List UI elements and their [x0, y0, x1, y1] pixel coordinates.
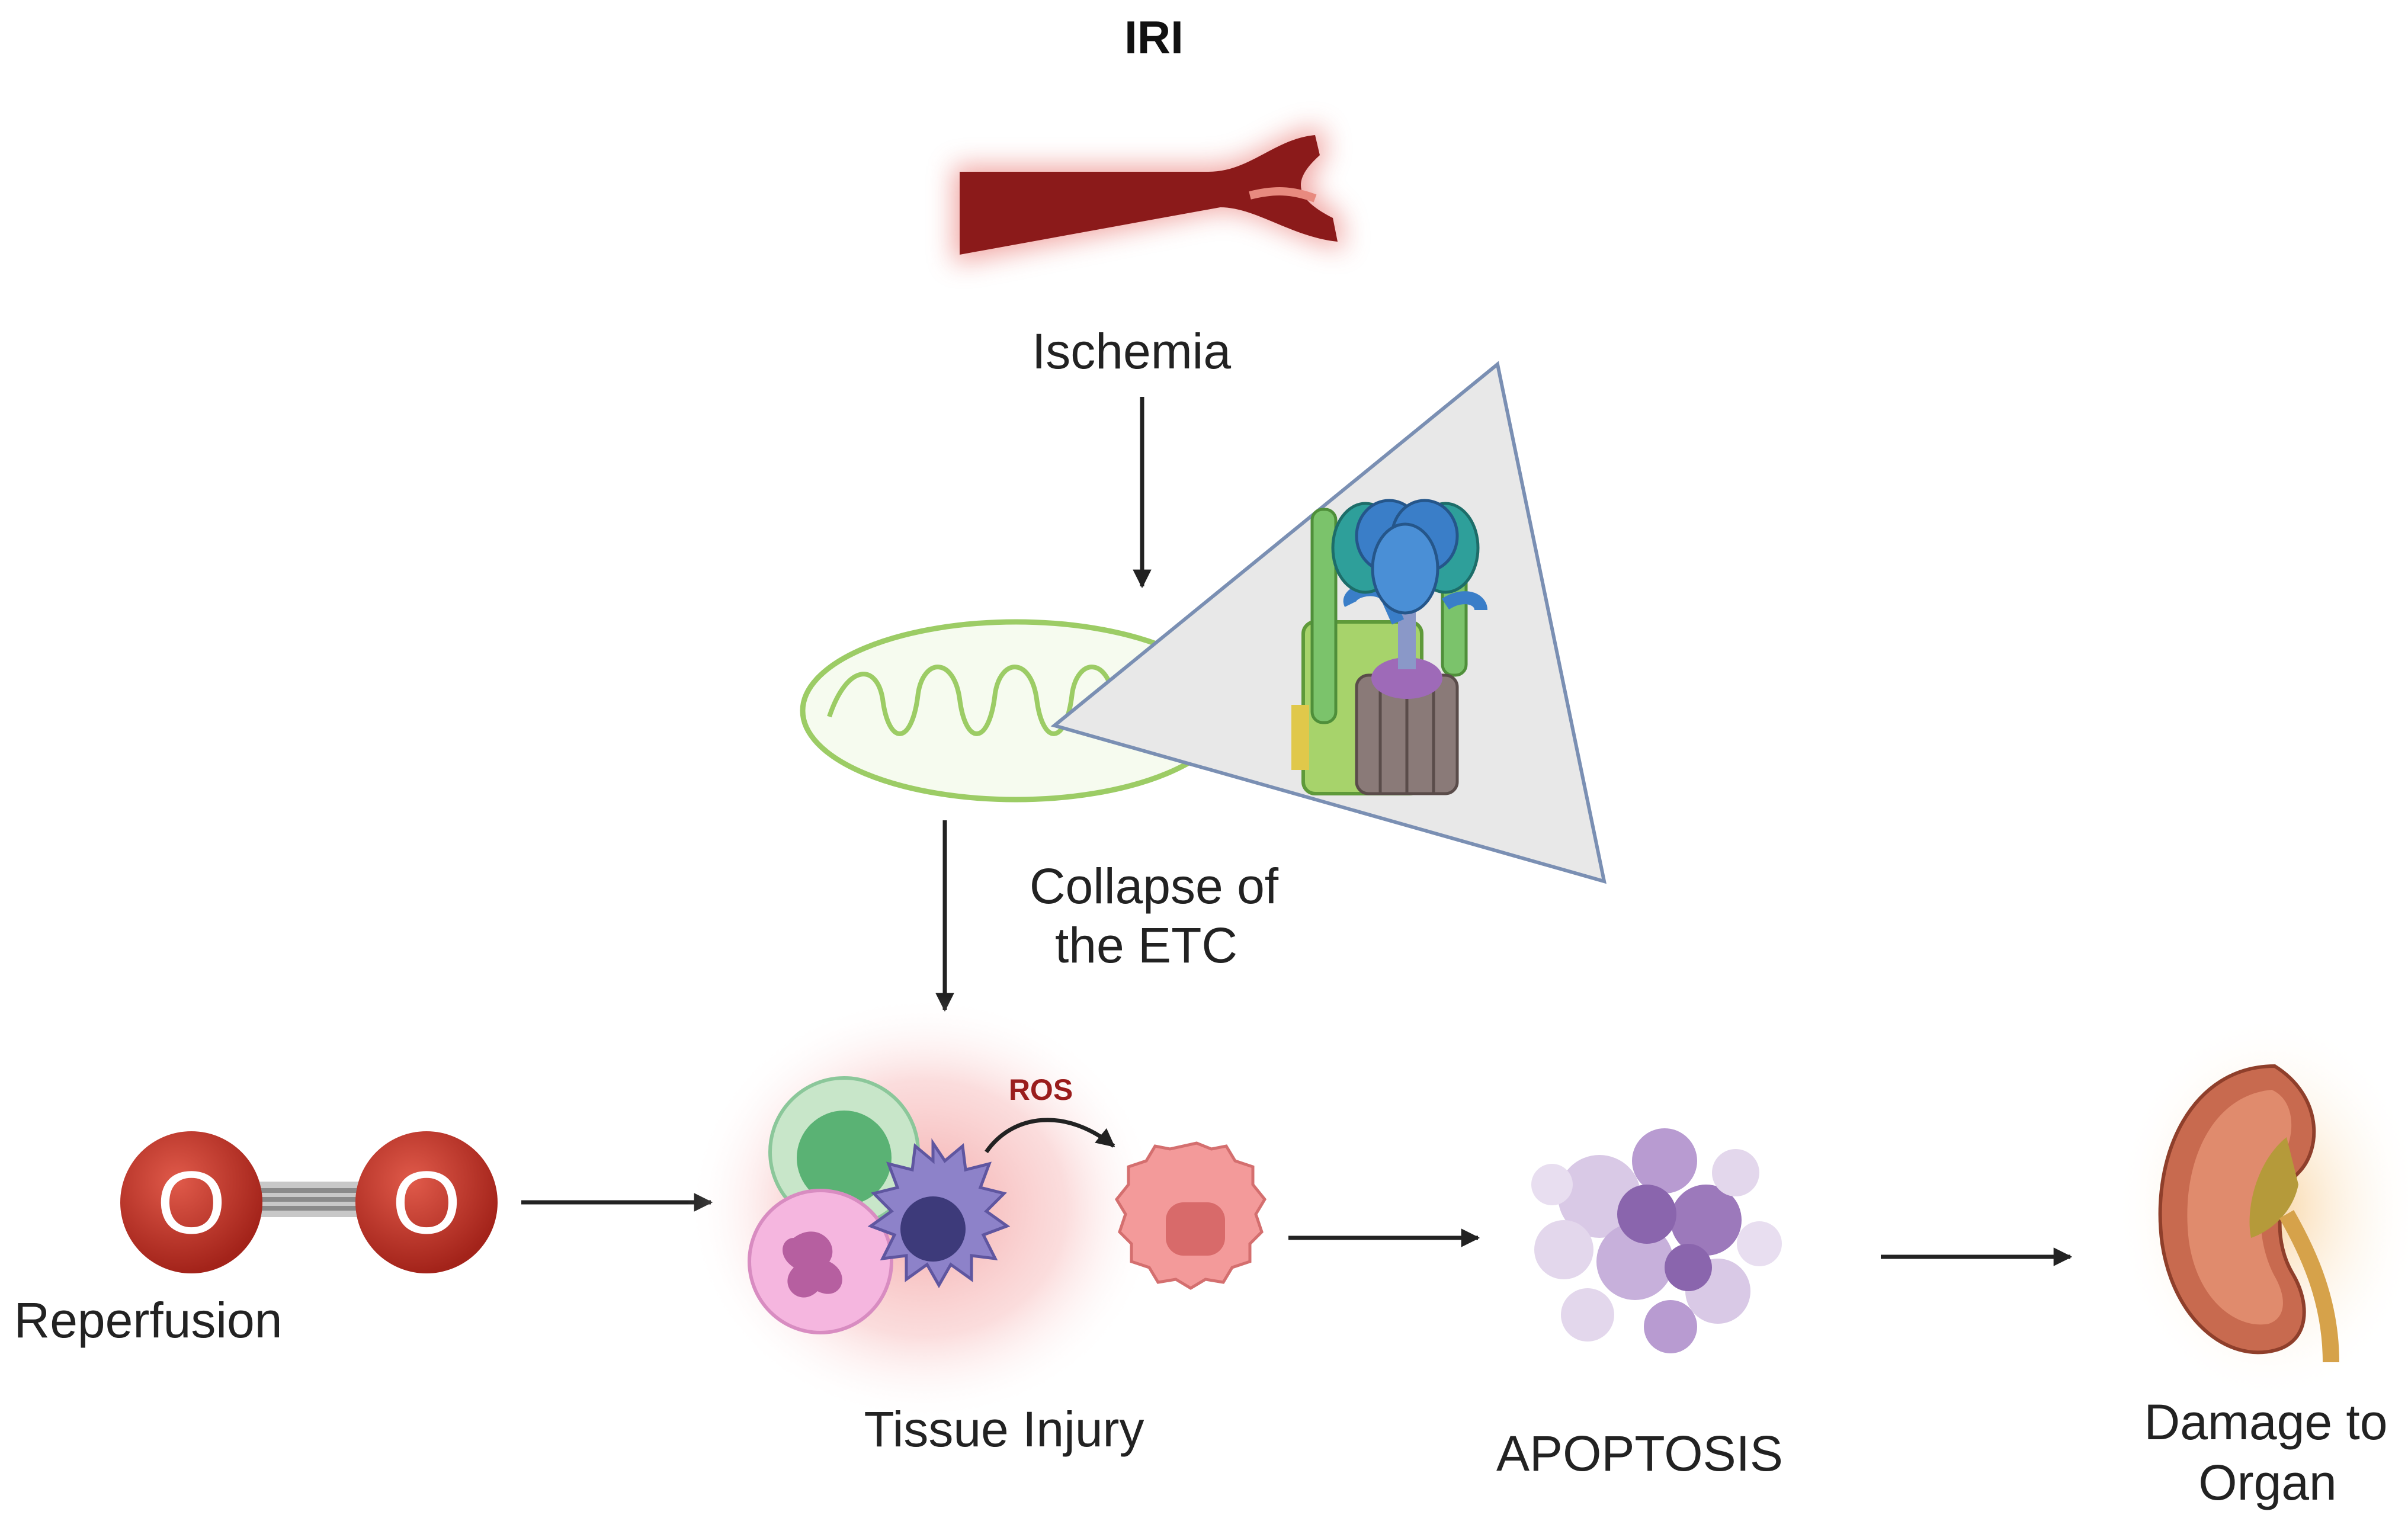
ischemia-label: Ischemia [1032, 323, 1231, 379]
atp-synthase-icon [1291, 499, 1487, 795]
collapse-etc-label-line1: Collapse of [1030, 858, 1279, 914]
collapse-etc-label-line2: the ETC [1055, 917, 1237, 973]
damage-organ-label-line1: Damage to [2144, 1394, 2388, 1450]
damaged-cell-icon [1114, 1141, 1267, 1290]
damage-organ-label-line2: Organ [2198, 1455, 2336, 1510]
blood-vessel-icon [954, 127, 1345, 264]
diagram-title: IRI [1124, 11, 1184, 63]
tissue-injury-label: Tissue Injury [864, 1401, 1144, 1457]
reperfusion-label: Reperfusion [14, 1292, 283, 1348]
ros-label: ROS [1009, 1073, 1073, 1106]
apoptosis-label: APOPTOSIS [1496, 1426, 1783, 1481]
ros-arrow [985, 1118, 1115, 1153]
oxygen-atom-right: O [392, 1153, 461, 1252]
oxygen-atom-left: O [157, 1153, 226, 1252]
apoptotic-cell-icon [1531, 1128, 1782, 1353]
oxygen-molecule-icon: O O [120, 1131, 498, 1273]
immune-cells-icon [687, 995, 1161, 1421]
kidney-icon [2115, 1013, 2408, 1404]
